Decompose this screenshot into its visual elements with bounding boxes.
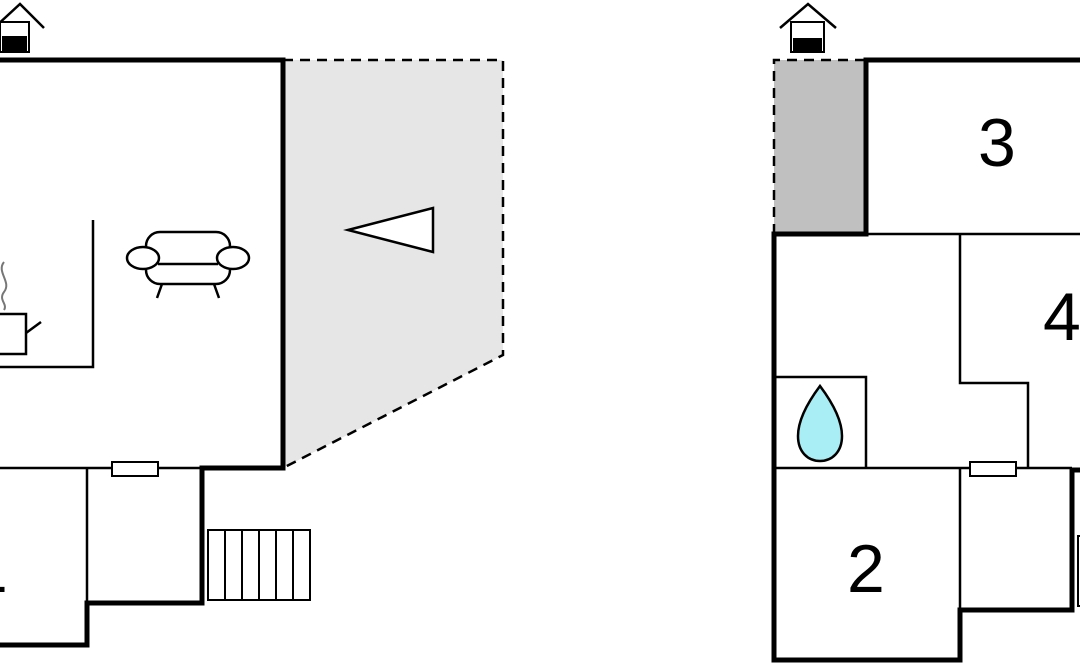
house-entrance-icon [0, 2, 45, 53]
window-icon [111, 461, 159, 477]
room-label-4: 4 [1043, 279, 1080, 355]
shaded-area [774, 60, 866, 234]
bathroom-wall [774, 375, 868, 468]
right-floor-plan: 3 4 2 [771, 2, 1080, 663]
house-entrance-icon [779, 2, 837, 53]
stairs-icon [207, 529, 311, 601]
shaded-area-outline [772, 58, 866, 234]
main-room-wall [0, 57, 286, 471]
room-label-2: 2 [847, 531, 885, 607]
kitchen-partition [0, 220, 95, 369]
terrace-direction-icon [343, 206, 435, 254]
terrace-area [283, 60, 503, 468]
armchair-icon [125, 230, 251, 299]
room-label-3: 3 [978, 105, 1016, 181]
room-label-1: 1 [0, 531, 8, 607]
water-drop-icon [796, 383, 844, 463]
lower-wall [0, 465, 205, 648]
room-4-wall [958, 234, 1030, 468]
outer-wall-left [771, 231, 1080, 663]
stairs-icon [1077, 535, 1080, 607]
terrace-outline [282, 58, 505, 470]
window-icon [969, 461, 1017, 477]
left-floor-plan: 1 [0, 2, 505, 648]
kitchen-pot-icon [0, 261, 42, 356]
outer-wall-top [863, 57, 1080, 237]
